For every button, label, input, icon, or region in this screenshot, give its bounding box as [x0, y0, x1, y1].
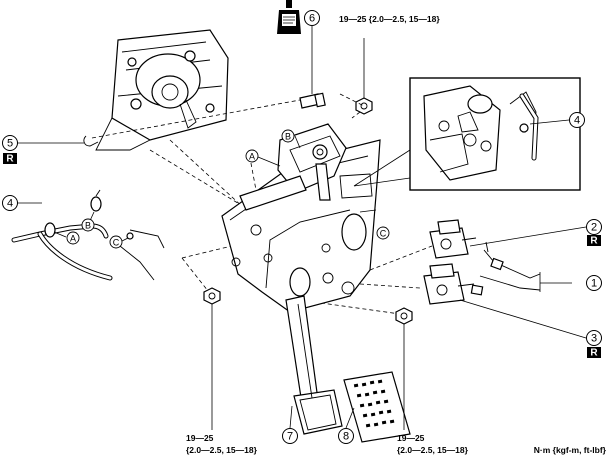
svg-text:A: A: [70, 234, 76, 244]
svg-text:2: 2: [591, 222, 597, 234]
svg-text:R: R: [590, 236, 598, 247]
torque-spec-bottom-right-units: {2.0—2.5, 15—18}: [397, 445, 469, 455]
svg-text:3: 3: [591, 333, 597, 345]
detail-inset: [353, 77, 581, 191]
grease-tube-icon: [277, 0, 301, 34]
replace-badge-icon: R: [587, 347, 601, 359]
svg-text:B: B: [85, 221, 91, 231]
nut-lower-right: [395, 307, 413, 325]
torque-units-legend: N·m {kgf-m, ft-lbf}: [534, 445, 607, 455]
svg-text:R: R: [6, 154, 14, 165]
callout-4-left: 4: [2, 195, 18, 211]
torque-spec-top: 19—25 {2.0—2.5, 15—18}: [339, 14, 440, 24]
svg-text:R: R: [590, 348, 598, 359]
pipe-detail: [11, 189, 165, 281]
replace-badge-icon: R: [3, 153, 17, 165]
svg-text:8: 8: [343, 431, 349, 443]
svg-text:4: 4: [574, 115, 580, 127]
marker-c-main: C: [376, 226, 390, 240]
marker-c-pipe: C: [109, 235, 123, 249]
replace-badge-icon: R: [587, 235, 601, 247]
brake-booster-mount: [95, 29, 229, 151]
marker-b-main: B: [281, 129, 295, 143]
clutch-switch: [423, 263, 475, 305]
torque-spec-bottom-left-units: {2.0—2.5, 15—18}: [186, 445, 258, 455]
torque-spec-bottom-right-value: 19—25: [397, 433, 425, 443]
brake-pedal: [285, 295, 343, 435]
callout-8: 8: [338, 428, 354, 444]
svg-text:B: B: [285, 132, 291, 142]
svg-text:A: A: [249, 152, 255, 162]
brake-switch: [429, 219, 477, 259]
svg-text:4: 4: [7, 198, 13, 210]
svg-text:7: 7: [287, 431, 293, 443]
svg-text:1: 1: [591, 278, 597, 290]
marker-b-pipe: B: [81, 218, 95, 232]
nut-top: [355, 97, 373, 115]
pedal-pad: [343, 371, 411, 443]
pivot-bolt: [299, 92, 326, 109]
callout-2: 2: [586, 219, 602, 235]
pedal-bracket: [221, 123, 381, 313]
nut-lower-left: [203, 287, 221, 305]
clip: [83, 135, 99, 147]
callout-1: 1: [586, 275, 602, 291]
svg-text:5: 5: [7, 138, 13, 150]
callout-6: 6: [304, 10, 320, 26]
callout-3: 3: [586, 330, 602, 346]
marker-a-main: A: [245, 149, 259, 163]
torque-spec-bottom-left-value: 19—25: [186, 433, 214, 443]
callout-5: 5: [2, 135, 18, 151]
svg-text:6: 6: [309, 13, 315, 25]
svg-text:C: C: [113, 238, 120, 248]
svg-text:C: C: [380, 229, 387, 239]
callout-7: 7: [282, 428, 298, 444]
callout-4-inset: 4: [569, 112, 585, 128]
wiring-harness: [470, 241, 541, 296]
marker-a-pipe: A: [66, 231, 80, 245]
